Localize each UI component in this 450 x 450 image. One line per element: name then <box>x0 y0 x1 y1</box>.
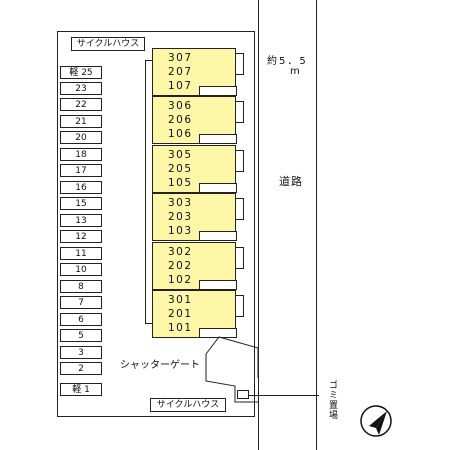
garbage-leader-line <box>249 395 319 396</box>
parking-slot: 7 <box>60 296 102 309</box>
parking-slot: 12 <box>60 230 102 243</box>
parking-slot: 5 <box>60 329 102 342</box>
entrance-notch <box>199 183 237 193</box>
apartment-unit: 307 207 107 <box>152 48 244 96</box>
shutter-gate-label: シャッターゲート <box>120 360 200 371</box>
room-number: 101 <box>168 322 193 334</box>
room-number: 307 <box>168 52 193 64</box>
parking-slot: 20 <box>60 131 102 144</box>
parking-slot: 11 <box>60 247 102 260</box>
apartment-unit: 301 201 101 <box>152 290 244 338</box>
building-west-wall <box>145 60 153 324</box>
north-arrow-icon <box>360 405 392 437</box>
room-number: 105 <box>168 177 193 189</box>
parking-slot: 軽 1 <box>60 383 102 396</box>
entrance-notch <box>199 280 237 290</box>
room-number: 306 <box>168 100 193 112</box>
parking-slot: 16 <box>60 181 102 194</box>
apartment-unit: 306 206 106 <box>152 96 244 144</box>
parking-slot: 18 <box>60 148 102 161</box>
parking-slot: 17 <box>60 164 102 177</box>
road-width-unit: m <box>290 66 300 77</box>
balcony-step <box>235 101 244 123</box>
room-number: 106 <box>168 128 193 140</box>
parking-slot: 21 <box>60 115 102 128</box>
room-number: 202 <box>168 260 193 272</box>
parking-slot: 15 <box>60 197 102 210</box>
room-number: 305 <box>168 149 193 161</box>
room-number: 102 <box>168 274 193 286</box>
parking-slot: 6 <box>60 313 102 326</box>
apartment-unit: 302 202 102 <box>152 242 244 290</box>
road-label: 道路 <box>279 175 303 188</box>
bike-house-bottom: サイクルハウス <box>150 398 226 412</box>
shutter-gate <box>205 336 259 403</box>
entrance-notch <box>199 134 237 144</box>
balcony-step <box>235 247 244 269</box>
parking-slot: 13 <box>60 214 102 227</box>
parking-slot: 10 <box>60 263 102 276</box>
room-number: 301 <box>168 294 193 306</box>
road-width-label: 約5．5 <box>267 56 308 67</box>
road-edge-right <box>316 0 317 450</box>
room-number: 206 <box>168 114 193 126</box>
room-number: 107 <box>168 80 193 92</box>
bike-house-top: サイクルハウス <box>71 37 145 51</box>
apartment-unit: 305 205 105 <box>152 145 244 193</box>
lot-boundary <box>57 31 255 417</box>
room-number: 302 <box>168 246 193 258</box>
bike-house-top-label: サイクルハウス <box>76 39 140 49</box>
room-number: 205 <box>168 163 193 175</box>
parking-slot: 22 <box>60 98 102 111</box>
parking-slot: 8 <box>60 280 102 293</box>
balcony-step <box>235 53 244 75</box>
room-number: 303 <box>168 197 193 209</box>
room-number: 207 <box>168 66 193 78</box>
bike-house-bottom-label: サイクルハウス <box>156 400 220 410</box>
room-number: 201 <box>168 308 193 320</box>
entrance-notch <box>199 86 237 96</box>
balcony-step <box>235 150 244 172</box>
parking-slot: 軽 25 <box>60 66 102 79</box>
apartment-unit: 303 203 103 <box>152 193 244 241</box>
road-edge-left <box>258 0 259 450</box>
parking-slot: 23 <box>60 82 102 95</box>
room-number: 203 <box>168 211 193 223</box>
balcony-step <box>235 295 244 317</box>
balcony-step <box>235 198 244 220</box>
parking-slot: 3 <box>60 346 102 359</box>
garbage-label: ゴミ置場 <box>327 380 337 420</box>
entrance-notch <box>199 231 237 241</box>
room-number: 103 <box>168 225 193 237</box>
garbage-box <box>237 390 249 399</box>
parking-slot: 2 <box>60 362 102 375</box>
